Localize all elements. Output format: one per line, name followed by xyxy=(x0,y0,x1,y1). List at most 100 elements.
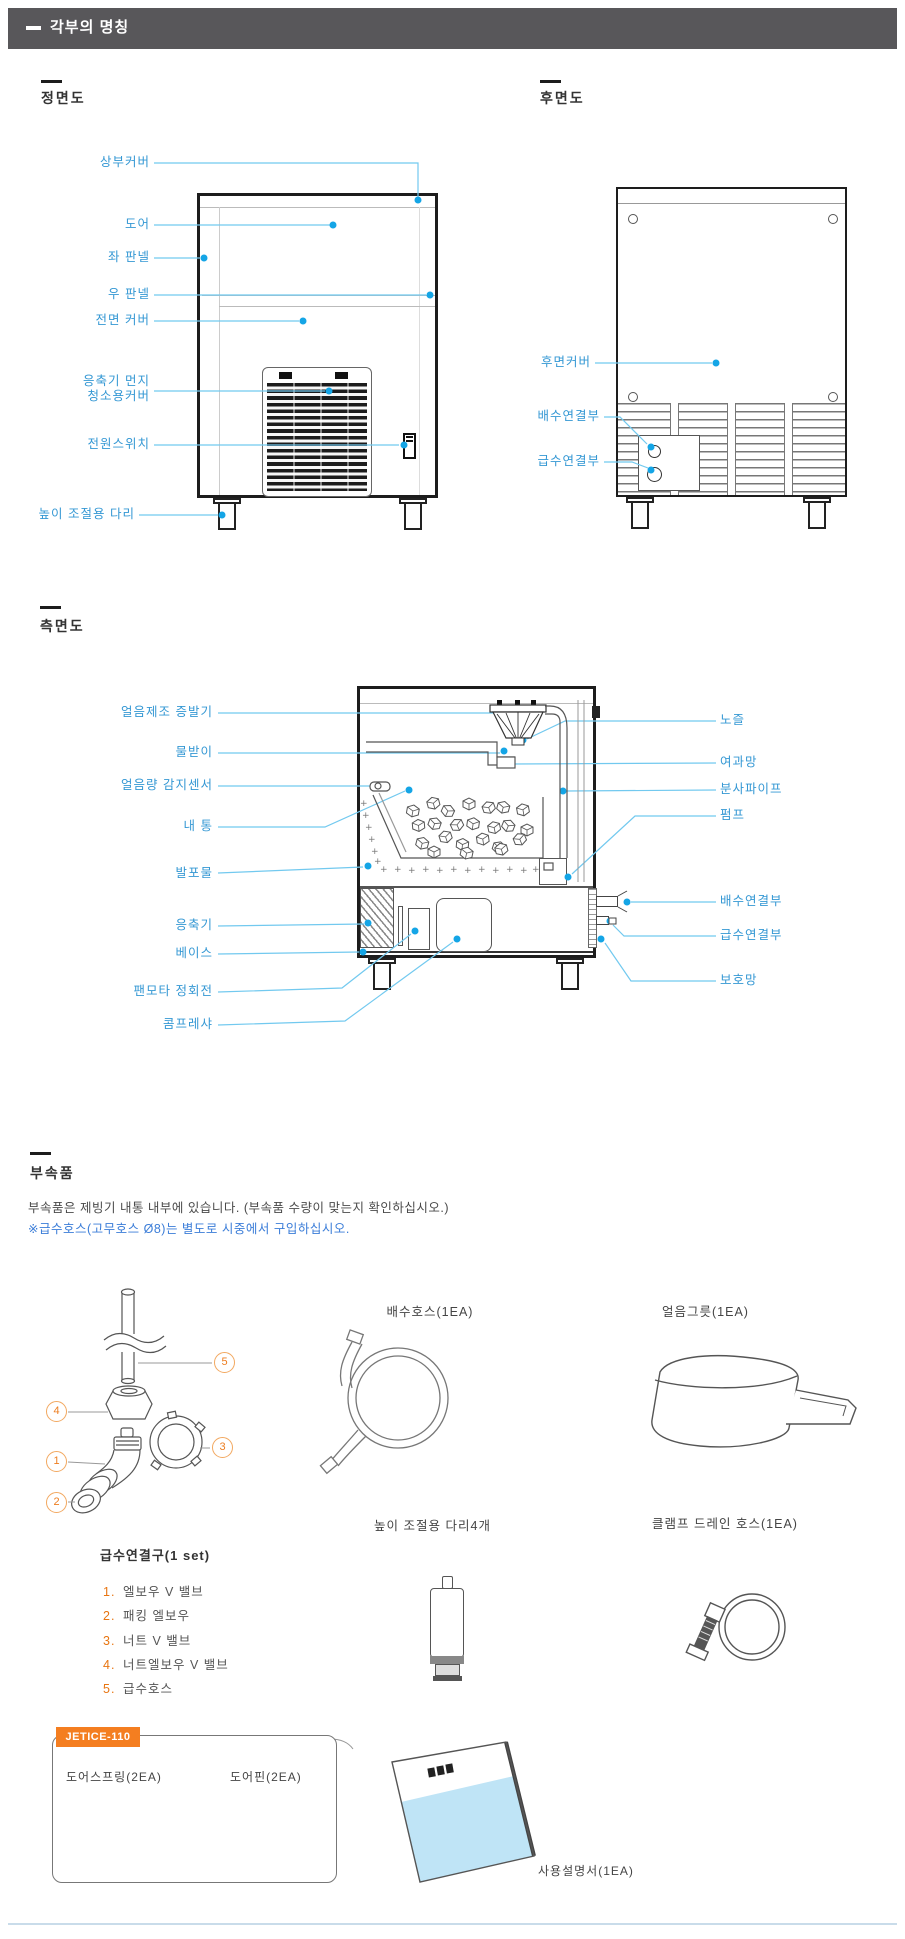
cover-clip-icon xyxy=(279,372,292,379)
accessories-title: 부속품 xyxy=(30,1165,75,1181)
drain-port xyxy=(648,445,661,458)
rear-view-dash-icon xyxy=(540,80,561,83)
front-condenser-cover xyxy=(262,367,372,497)
label-rear-cover: 후면커버 xyxy=(540,355,591,369)
side-drain-pipe xyxy=(596,896,618,907)
item-no: 4. xyxy=(103,1658,116,1672)
rear-leg xyxy=(626,497,654,503)
label-side-water: 급수연결부 xyxy=(720,928,783,942)
svg-text:+: + xyxy=(450,865,458,875)
side-leg xyxy=(373,964,391,990)
item-no: 1. xyxy=(103,1585,116,1599)
list-item: 1.엘보우 V 밸브 xyxy=(103,1581,204,1600)
label-door: 도어 xyxy=(124,217,150,231)
header-dash-icon xyxy=(26,26,41,30)
label-right-panel: 우 판넬 xyxy=(108,287,150,301)
rear-leg xyxy=(803,497,831,503)
svg-text:+: + xyxy=(464,866,472,876)
fan-blade xyxy=(398,906,403,946)
label-side-drain: 배수연결부 xyxy=(720,894,783,908)
svg-text:+: + xyxy=(365,823,373,833)
condenser-grille xyxy=(267,383,367,491)
item-text: 급수호스 xyxy=(123,1682,174,1696)
label-left-panel: 좌 판넬 xyxy=(108,250,150,264)
callout-lines xyxy=(139,162,717,1026)
accessories-dash-icon xyxy=(30,1152,51,1155)
rear-leg xyxy=(808,503,826,529)
svg-text:+: + xyxy=(532,865,540,875)
water-connector-exploded xyxy=(71,1288,206,1514)
front-view-dash-icon xyxy=(41,80,62,83)
screw-icon xyxy=(828,392,838,402)
rear-view-machine xyxy=(616,187,847,497)
label-rear-drain: 배수연결부 xyxy=(537,409,600,423)
side-view-title: 측면도 xyxy=(40,618,85,634)
item-no: 3. xyxy=(103,1634,116,1648)
grille-bar xyxy=(784,403,793,495)
page-title: 각부의 명칭 xyxy=(50,19,130,36)
label-base: 베이스 xyxy=(175,946,213,960)
svg-text:+: + xyxy=(478,865,486,875)
svg-text:+: + xyxy=(436,866,444,876)
svg-text:+: + xyxy=(520,866,528,876)
item-no: 2. xyxy=(103,1609,116,1623)
label-inner-tank: 내 통 xyxy=(183,819,213,833)
door-spring-caption: 도어스프링(2EA) xyxy=(66,1770,162,1784)
front-leg xyxy=(218,504,236,530)
rear-connection-panel xyxy=(638,435,700,491)
label-foam: 발포물 xyxy=(175,866,213,880)
compressor xyxy=(436,898,492,952)
svg-text:+: + xyxy=(368,835,376,845)
jetice-model-tag: JETICE-110 xyxy=(56,1727,140,1747)
label-filter: 여과망 xyxy=(720,755,758,769)
front-leg xyxy=(213,498,241,504)
clamp-art xyxy=(685,1593,786,1662)
label-condenser: 응축기 xyxy=(175,918,213,932)
front-leg xyxy=(399,498,427,504)
ice-cubes xyxy=(405,795,534,861)
callout-3: 3 xyxy=(212,1437,233,1458)
screw-icon xyxy=(628,392,638,402)
svg-text:+: + xyxy=(371,847,379,857)
item-text: 패킹 엘보우 xyxy=(123,1609,190,1623)
leg-art-base xyxy=(433,1676,462,1681)
label-ice-sensor: 얼음량 감지센서 xyxy=(121,778,213,792)
clamp-hose-caption: 클램프 드레인 호스(1EA) xyxy=(652,1517,798,1531)
ice-scoop-art xyxy=(651,1354,857,1448)
cover-clip-icon xyxy=(335,372,348,379)
accessories-note: ※급수호스(고무호스 Ø8)는 별도로 시중에서 구입하십시오. xyxy=(28,1222,350,1236)
svg-text:+: + xyxy=(492,866,500,876)
callout-1: 1 xyxy=(46,1451,67,1472)
fan-motor xyxy=(408,908,430,950)
label-pump: 펌프 xyxy=(720,808,746,822)
ice-bowl-caption: 얼음그릇(1EA) xyxy=(662,1305,749,1319)
label-nozzle: 노즐 xyxy=(720,713,746,727)
water-port xyxy=(647,467,662,482)
label-top-cover: 상부커버 xyxy=(99,155,150,169)
accessories-desc: 부속품은 제빙기 내통 내부에 있습니다. (부속품 수량이 맞는지 확인하십시… xyxy=(28,1201,450,1215)
foam-marks: +++ +++ +++ +++ +++ +++ xyxy=(360,799,540,876)
side-leg xyxy=(368,958,396,964)
item-no: 5. xyxy=(103,1682,116,1696)
list-item: 5. 급수호스 xyxy=(103,1678,173,1697)
svg-text:+: + xyxy=(380,865,388,875)
manual-caption: 사용설명서(1EA) xyxy=(538,1864,634,1878)
grille-bar xyxy=(727,403,736,495)
leg-art-band xyxy=(430,1656,464,1664)
svg-text:+: + xyxy=(394,865,402,875)
label-spray-pipe: 분사파이프 xyxy=(720,782,783,796)
rear-leg xyxy=(631,503,649,529)
side-condenser xyxy=(360,888,394,948)
manual-book-art xyxy=(391,1741,536,1883)
item-text: 너트 V 밸브 xyxy=(123,1634,192,1648)
side-leg xyxy=(556,958,584,964)
leg-art-foot xyxy=(435,1664,460,1676)
label-legs: 높이 조절용 다리 xyxy=(38,507,135,521)
item-text: 너트엘보우 V 밸브 xyxy=(123,1658,229,1672)
svg-text:+: + xyxy=(362,811,370,821)
list-item: 3. 너트 V 밸브 xyxy=(103,1630,191,1649)
front-view-title: 정면도 xyxy=(41,90,86,106)
page-bottom-divider xyxy=(8,1923,897,1925)
